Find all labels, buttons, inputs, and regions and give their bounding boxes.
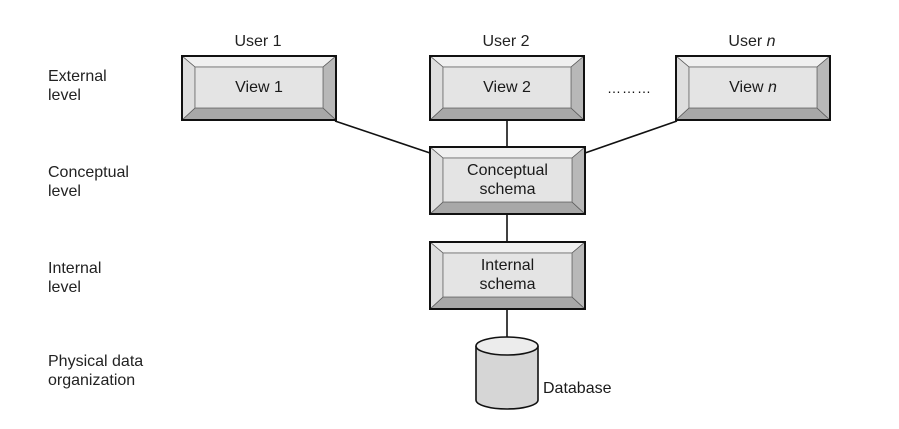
internal-schema-text: Internal schema xyxy=(479,257,536,293)
internal-face xyxy=(442,252,573,298)
connector-viewn-conceptual xyxy=(584,120,678,154)
view-n-text: View n xyxy=(729,78,777,97)
label-conceptual-level: Conceptual level xyxy=(48,164,129,200)
conceptual-bevel-left xyxy=(429,146,444,215)
viewn-bevel-bottom xyxy=(674,107,832,121)
view1-bevel-bottom xyxy=(180,107,338,121)
view-1-box: View 1 xyxy=(195,67,323,108)
connector-lines xyxy=(334,120,678,338)
user-n-variable: n xyxy=(766,33,776,50)
user-2-label: User 2 xyxy=(482,33,530,50)
box-faces xyxy=(194,66,818,298)
user-n-prefix: User xyxy=(728,33,767,50)
cylinder-body xyxy=(475,346,539,410)
view-n-prefix: View xyxy=(729,79,768,96)
view1-face xyxy=(194,66,324,109)
view1-outline xyxy=(181,55,337,121)
viewn-face xyxy=(688,66,818,109)
conceptual-schema-text: Conceptual schema xyxy=(467,162,548,198)
label-internal-level: Internal level xyxy=(48,260,102,296)
database-cylinder-icon xyxy=(475,336,539,410)
view-1-text: View 1 xyxy=(235,79,283,96)
conceptual-outline xyxy=(429,146,586,215)
view2-bevel-bottom xyxy=(428,107,586,121)
label-external-level: External level xyxy=(48,68,107,104)
more-users-ellipsis: ……… xyxy=(607,80,652,96)
conceptual-schema-box: Conceptual schema xyxy=(443,158,572,202)
internal-bevel-bottom xyxy=(428,296,587,310)
view2-outline xyxy=(429,55,585,121)
connector-view1-conceptual xyxy=(334,120,431,154)
view-2-box: View 2 xyxy=(443,67,571,108)
viewn-outline xyxy=(675,55,831,121)
conceptual-face xyxy=(442,157,573,203)
internal-outline xyxy=(429,241,586,310)
bevel-shading xyxy=(180,55,832,310)
view-n-box: View n xyxy=(689,67,817,108)
view1-bevel-top xyxy=(180,55,338,68)
viewn-bevel-top xyxy=(674,55,832,68)
database-label: Database xyxy=(543,380,612,397)
internal-bevel-left xyxy=(429,241,444,310)
conceptual-bevel-right xyxy=(571,146,586,215)
box-outlines xyxy=(181,55,831,310)
cylinder-top xyxy=(475,336,539,356)
conceptual-bevel-top xyxy=(428,146,587,159)
view2-bevel-top xyxy=(428,55,586,68)
conceptual-bevel-bottom xyxy=(428,201,587,215)
user-1-label: User 1 xyxy=(234,33,282,50)
user-n-label: User n xyxy=(676,33,828,51)
view-n-variable: n xyxy=(767,79,777,96)
view2-face xyxy=(442,66,572,109)
label-physical-data-organization: Physical data organization xyxy=(48,353,144,389)
internal-bevel-top xyxy=(428,241,587,254)
internal-bevel-right xyxy=(571,241,586,310)
internal-schema-box: Internal schema xyxy=(443,253,572,297)
view-2-text: View 2 xyxy=(483,79,531,96)
